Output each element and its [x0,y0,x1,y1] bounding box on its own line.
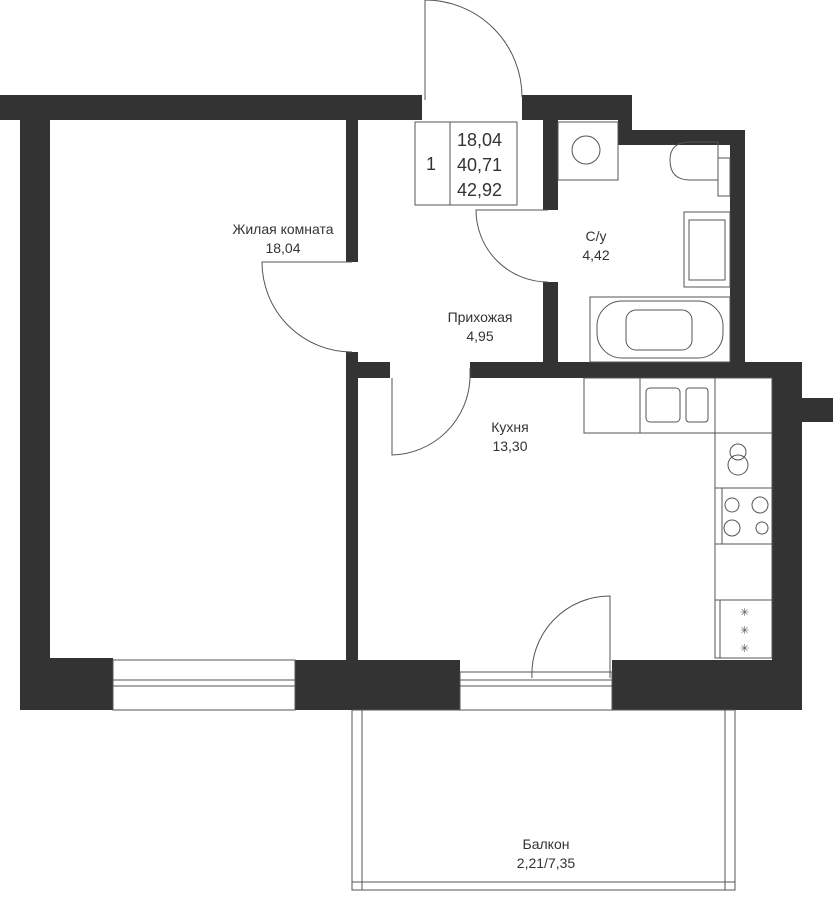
window-living [112,659,296,711]
room-area: 18,04 [265,240,301,256]
stove-icon [724,497,740,513]
door-living [261,261,353,353]
room-name: Балкон [522,836,570,852]
svg-text:✳: ✳ [740,625,749,637]
kitchen-sink-icon [645,387,681,423]
room-name: Прихожая [447,309,513,325]
room-living: Жилая комната 18,04 [232,220,333,258]
kitchen-counter-right [714,432,773,659]
room-area: 4,95 [466,328,494,344]
walls [0,95,833,710]
room-kitchen: Кухня 13,30 [491,418,528,456]
room-balcony: Балкон 2,21/7,35 [517,835,575,873]
svg-text:✳: ✳ [740,607,749,619]
summary-box [414,121,518,206]
door-bathroom [475,209,549,283]
room-name: Жилая комната [232,221,334,237]
room-hallway: Прихожая 4,95 [448,308,513,346]
summary-total-area: 40,71 [457,155,503,175]
summary-living-area: 18,04 [457,130,503,150]
room-area: 4,42 [582,247,610,263]
kitchen-counter-top [583,377,773,434]
dishwasher-icon [729,443,747,461]
room-name: Кухня [491,419,529,435]
summary-total-with-balcony: 42,92 [457,180,503,200]
door-kitchen [391,368,471,456]
summary-rooms: 1 [426,154,437,174]
svg-text:✳: ✳ [740,643,749,655]
balcony [351,709,736,891]
door-balcony [531,595,611,679]
room-area: 13,30 [492,438,528,454]
window-kitchen [459,671,613,711]
toilet-icon [669,141,719,181]
sink-icon [683,211,731,288]
room-name: С/у [585,228,607,244]
room-bathroom: С/у 4,42 [582,227,609,265]
washing-machine-icon [557,121,619,181]
room-area: 2,21/7,35 [516,855,576,871]
entrance-door [424,0,523,100]
bathtub-icon [589,296,731,363]
fridge-icon: ✳ ✳ ✳ [740,607,749,655]
